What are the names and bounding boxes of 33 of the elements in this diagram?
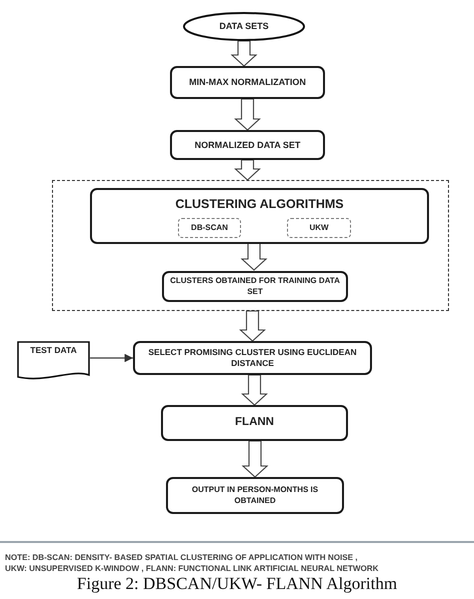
process-box	[170, 66, 325, 99]
figure-caption: Figure 2: DBSCAN/UKW- FLANN Algorithm	[76, 574, 398, 594]
node-text: CLUSTERS OBTAINED FOR TRAINING DATA SET	[169, 276, 341, 298]
algorithm-box	[287, 218, 351, 238]
process-box	[162, 271, 348, 302]
node-text: UKW	[308, 222, 330, 234]
document-shape	[17, 341, 90, 381]
node-text: FLANN	[234, 415, 275, 430]
node-text: DB-SCAN	[190, 222, 229, 234]
block-arrow	[240, 242, 268, 271]
block-arrow	[239, 310, 266, 342]
process-box	[161, 405, 348, 441]
block-arrow	[241, 374, 268, 406]
process-box	[90, 188, 429, 244]
node-text: DATA SETS	[218, 20, 270, 33]
node-text: TEST DATA	[29, 345, 78, 356]
process-box	[170, 130, 325, 160]
arrow	[90, 354, 133, 362]
dashed-group-box	[52, 180, 449, 311]
note-text: NOTE: DB-SCAN: DENSITY- BASED SPATIAL CLUSTERING OF APPLICATION WITH NOISE , UKW: UNSUPERVISED K-WINDOW , FLANN: FUNCTIONAL LINK ARTIFICIAL NEURAL NETWORK	[5, 552, 380, 575]
block-arrow	[234, 159, 261, 181]
start-ellipse	[183, 12, 305, 41]
process-box	[133, 341, 372, 375]
node-text: OUTPUT IN PERSON-MONTHS IS OBTAINED	[190, 484, 320, 506]
node-text: CLUSTERING ALGORITHMS	[174, 196, 345, 213]
algorithm-box	[178, 218, 241, 238]
block-arrow	[242, 440, 268, 478]
process-box	[166, 477, 344, 514]
block-arrow	[230, 40, 258, 67]
node-text: SELECT PROMISING CLUSTER USING EUCLIDEAN DISTANCE	[147, 346, 358, 370]
block-arrow	[234, 98, 261, 131]
node-text: NORMALIZED DATA SET	[194, 138, 302, 152]
node-text: MIN-MAX NORMALIZATION	[188, 76, 307, 89]
